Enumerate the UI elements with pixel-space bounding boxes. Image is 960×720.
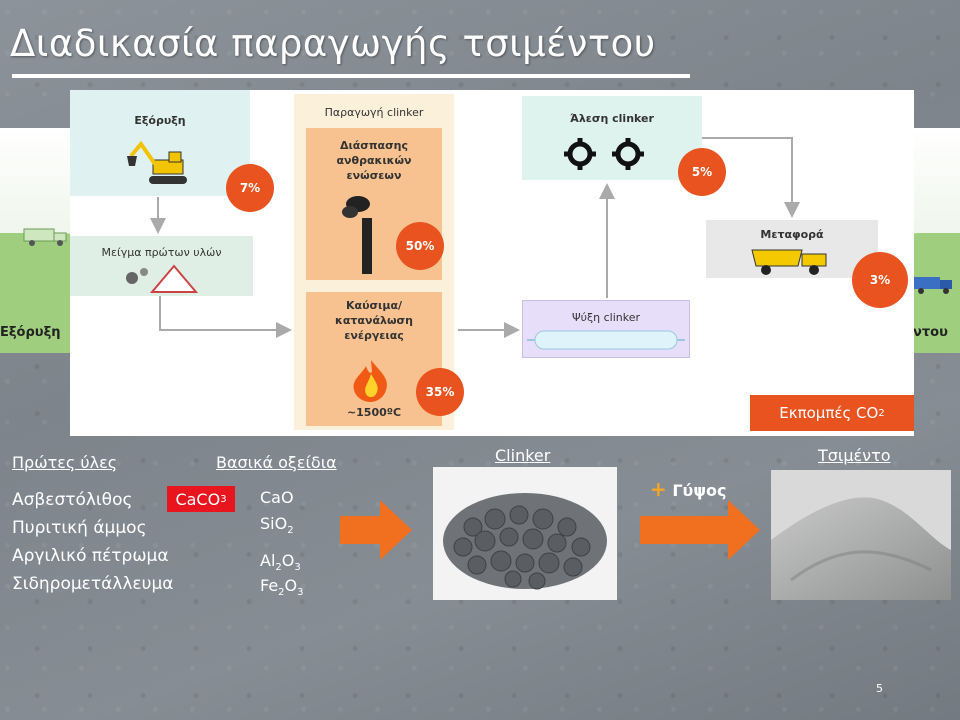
excavator-icon bbox=[127, 140, 187, 184]
grinding-box: Άλεση clinker bbox=[522, 96, 702, 180]
page-title: Διαδικασία παραγωγής τσιμέντου bbox=[10, 22, 656, 65]
emissions-sub: 2 bbox=[878, 407, 885, 419]
clinker-pellets-icon bbox=[443, 493, 607, 590]
oxide-item: Al2O3 bbox=[260, 551, 301, 574]
caco3-base: CaCO bbox=[175, 489, 221, 509]
flow-arrows bbox=[150, 137, 800, 338]
plus-icon: + bbox=[650, 477, 667, 501]
cement-header: Τσιμέντο bbox=[818, 446, 891, 465]
fuel-percent: 35% bbox=[416, 368, 464, 416]
fuel-temperature: ~1500ºC bbox=[346, 406, 402, 419]
transport-box: Μεταφορά bbox=[706, 220, 878, 278]
oxide-item: Fe2O3 bbox=[260, 576, 304, 599]
raw-material-item: Σιδηρομετάλλευμα bbox=[12, 574, 174, 594]
cooler-tube-icon bbox=[527, 330, 685, 350]
extraction-box: Εξόρυξη bbox=[70, 90, 250, 196]
gypsum-label: + Γύψος bbox=[650, 477, 727, 501]
strip-label-left: Εξόρυξη bbox=[0, 325, 61, 340]
caco3-sub: 3 bbox=[220, 493, 227, 505]
title-underline bbox=[12, 74, 690, 78]
oxides-header: Βασικά οξείδια bbox=[216, 453, 337, 472]
strip-label-right: ντου bbox=[913, 325, 948, 340]
raw-material-item: Αργιλικό πέτρωμα bbox=[12, 546, 169, 566]
clinker-header: Clinker bbox=[495, 446, 551, 465]
extraction-label: Εξόρυξη bbox=[134, 114, 186, 127]
oxide-item: CaO bbox=[260, 488, 294, 507]
mix-box: Μείγμα πρώτων υλών bbox=[70, 236, 253, 296]
grinding-label: Άλεση clinker bbox=[570, 112, 654, 125]
gears-mountain-icon bbox=[126, 264, 198, 293]
raw-materials-header: Πρώτες ύλες bbox=[12, 453, 118, 472]
extraction-percent: 7% bbox=[226, 164, 274, 212]
clinker-production-label: Παραγωγή clinker bbox=[324, 106, 424, 119]
cooling-box: Ψύξη clinker bbox=[522, 300, 690, 358]
emissions-prefix: Εκπομπές CO bbox=[779, 404, 879, 422]
process-diagram: Εξόρυξη 7% Μείγμα πρώτων υλών Παραγωγή c… bbox=[70, 90, 914, 436]
raw-material-item: Πυριτική άμμος bbox=[12, 518, 147, 538]
transport-label: Μεταφορά bbox=[760, 228, 824, 241]
decarbonation-percent: 50% bbox=[396, 222, 444, 270]
grinding-gears-icon bbox=[564, 138, 644, 170]
arrow-right-icon bbox=[340, 500, 412, 560]
dump-truck-icon bbox=[751, 249, 827, 275]
flame-icon bbox=[353, 360, 387, 402]
grinding-percent: 5% bbox=[678, 148, 726, 196]
page-number: 5 bbox=[876, 682, 883, 695]
fuel-label: Καύσιμα/ κατανάλωση ενέργειας bbox=[335, 299, 413, 342]
raw-material-item: Ασβεστόλιθος bbox=[12, 490, 133, 510]
clinker-image bbox=[433, 467, 617, 600]
transport-percent: 3% bbox=[852, 252, 908, 308]
arrow-right-icon-2 bbox=[640, 500, 760, 560]
gypsum-text: Γύψος bbox=[672, 481, 727, 500]
oxide-item: SiO2 bbox=[260, 514, 294, 537]
cement-powder-icon bbox=[771, 470, 951, 600]
decarbonation-label: Διάσπασης ανθρακικών ενώσεων bbox=[336, 139, 412, 182]
truck-icon-right bbox=[914, 277, 952, 294]
mix-label: Μείγμα πρώτων υλών bbox=[101, 246, 222, 259]
cooling-label: Ψύξη clinker bbox=[571, 311, 641, 324]
truck-icon bbox=[23, 228, 67, 246]
cement-image bbox=[771, 470, 951, 600]
factory-chimney-icon bbox=[342, 196, 372, 274]
